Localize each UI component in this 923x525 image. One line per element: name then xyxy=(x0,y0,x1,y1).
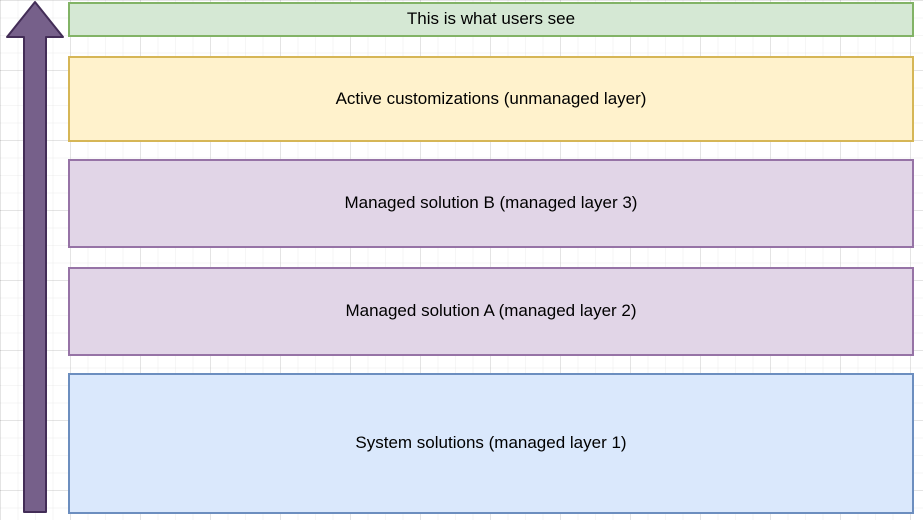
layer-label: Managed solution A (managed layer 2) xyxy=(345,301,637,321)
layer-box-active-customizations: Active customizations (unmanaged layer) xyxy=(68,56,914,142)
layer-label: This is what users see xyxy=(406,9,576,29)
layer-label: System solutions (managed layer 1) xyxy=(355,433,627,453)
layer-precedence-arrow xyxy=(0,0,70,520)
layer-label: Active customizations (unmanaged layer) xyxy=(335,88,647,108)
layer-box-managed-solution-a: Managed solution A (managed layer 2) xyxy=(68,267,914,356)
layer-box-system-solutions: System solutions (managed layer 1) xyxy=(68,373,914,514)
layer-box-managed-solution-b: Managed solution B (managed layer 3) xyxy=(68,159,914,248)
layer-label: Managed solution B (managed layer 3) xyxy=(344,193,638,213)
up-arrow-icon xyxy=(6,1,64,513)
layer-box-users-see: This is what users see xyxy=(68,2,914,37)
